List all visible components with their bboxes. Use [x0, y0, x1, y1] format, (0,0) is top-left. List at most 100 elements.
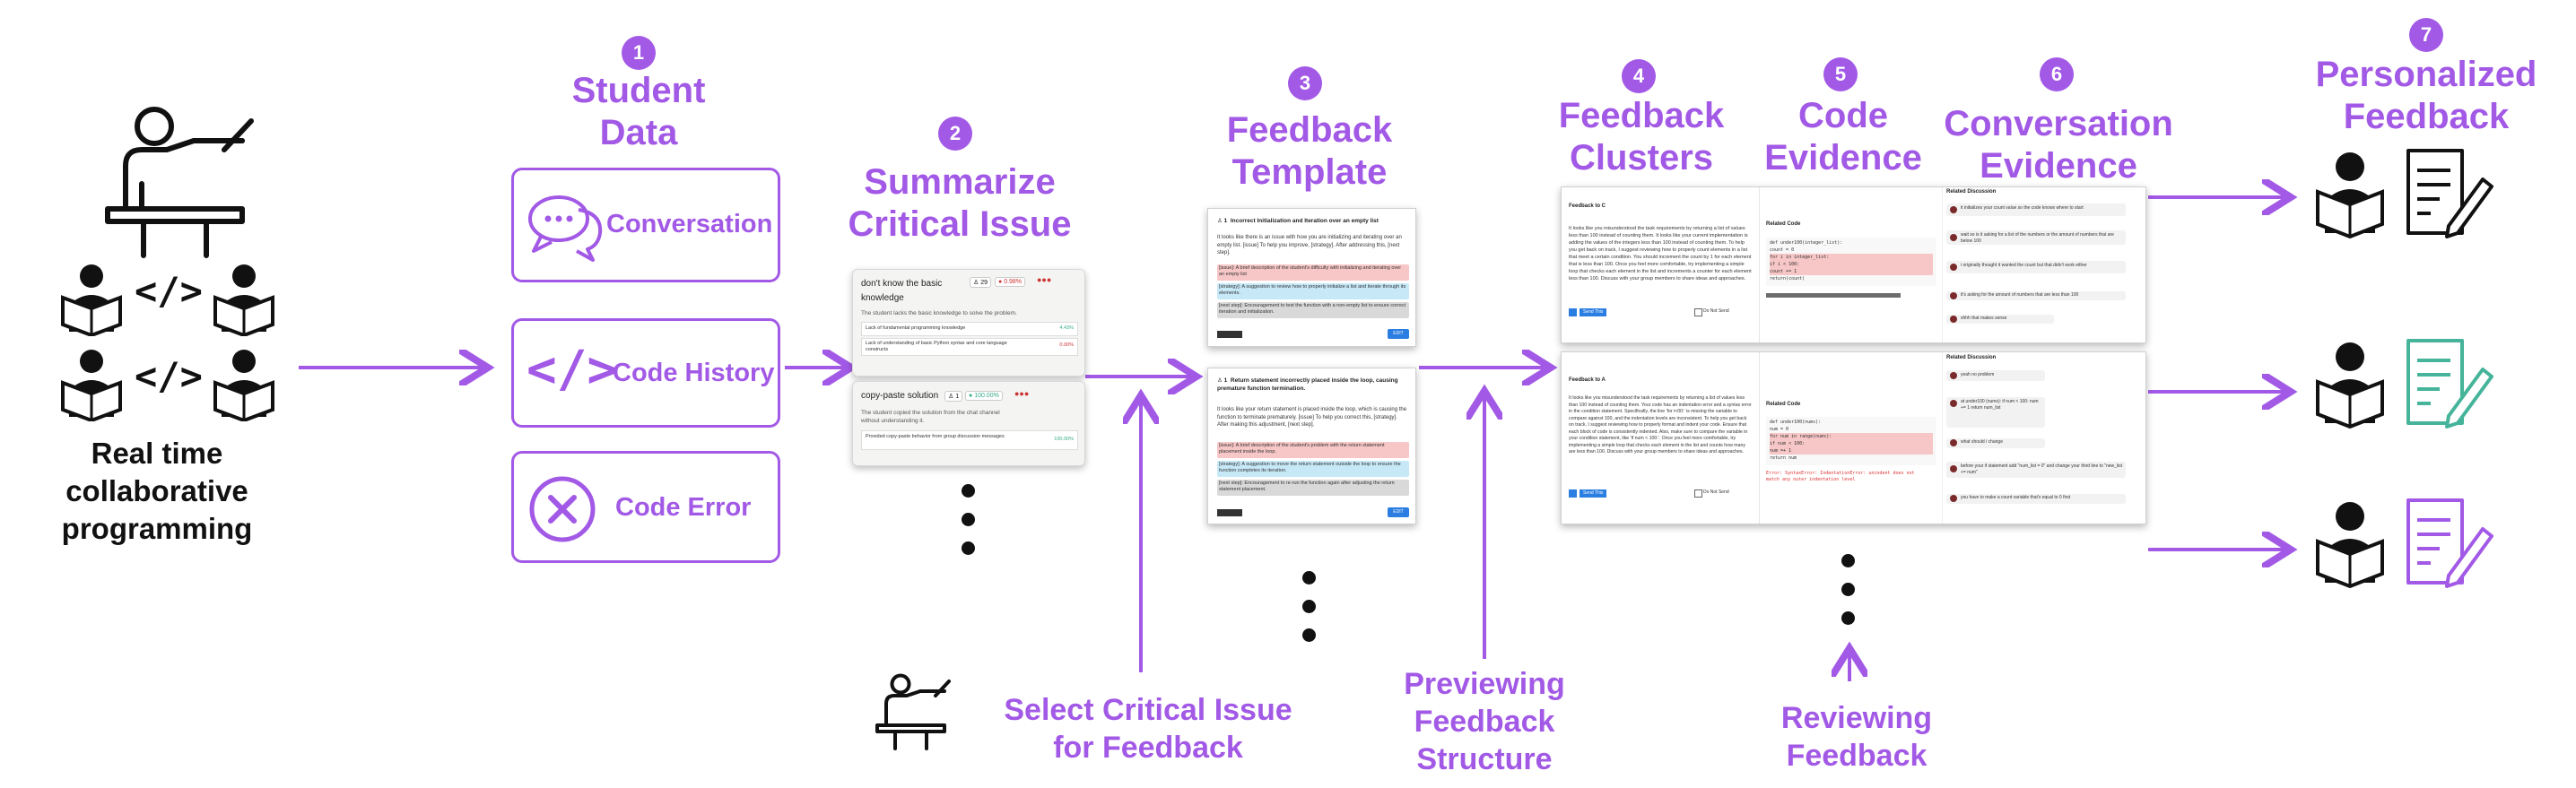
personalized-feedback-1 [2314, 143, 2493, 247]
feedback-cluster-2: Feedback to A It looks like you misunder… [1561, 351, 2146, 524]
feedback-body: It looks like you misunderstood the task… [1569, 395, 1752, 455]
issue-desc: The student lacks the basic knowledge to… [861, 310, 1017, 316]
student-reading-icon [2316, 152, 2384, 239]
student-row-1 [56, 260, 280, 341]
template-edit-button[interactable]: EDIT [1388, 329, 1409, 339]
step-5-number: 5 [1823, 57, 1858, 91]
issue-subitem: Lack of understanding of basic Python sy… [861, 338, 1078, 356]
do-not-send-checkbox[interactable] [1694, 308, 1702, 316]
related-discussion-label: Related Discussion [1946, 355, 1997, 360]
avatar [1950, 439, 1957, 446]
template-strategy-band: [strategy]: A suggestion to review how t… [1217, 283, 1409, 299]
step-4-number: 4 [1622, 59, 1656, 93]
discussion-message: you have to make a count variable that's… [1946, 494, 2126, 504]
avatar [1950, 234, 1957, 241]
avatar [1950, 465, 1957, 472]
conversation-box: Conversation [511, 168, 780, 282]
discussion-message: before your if statement add "num_list =… [1946, 462, 2126, 478]
template-edit-button[interactable]: EDIT [1388, 507, 1409, 517]
chat-bubbles-icon [528, 195, 603, 262]
more-templates-ellipsis [1302, 571, 1316, 657]
code-scrollbar[interactable] [1766, 293, 1901, 298]
code-history-label: Code History [613, 359, 775, 387]
real-time-label: Real time collaborative programming [61, 437, 253, 545]
code-error-message: Error: SyntaxError: IndentationError: un… [1766, 471, 1915, 482]
code-symbol-2: </> [135, 354, 203, 398]
discussion-message: at under100 (nums): if num < 100: num +=… [1946, 397, 2045, 428]
feedback-body: It looks like you misunderstood the task… [1569, 226, 1752, 281]
template-title: ♙ 1 Return statement incorrectly placed … [1217, 377, 1398, 392]
feedback-panel: Feedback to A It looks like you misunder… [1562, 352, 1760, 524]
personalized-feedback-3 [2314, 493, 2493, 596]
template-strategy-band: [strategy]: A suggestion to move the ret… [1217, 461, 1409, 477]
avatar [1950, 372, 1957, 379]
discussion-message: it initializes your count value so the c… [1946, 203, 2126, 216]
avatar [1950, 206, 1957, 213]
issue-count-badge: ♙ 29 [970, 277, 992, 288]
related-code-label: Related Code [1766, 402, 1801, 407]
issue-card-1[interactable]: don't know the basic knowledge ♙ 29 ● 0.… [852, 269, 1085, 377]
feedback-header: Feedback to A [1569, 377, 1606, 383]
step-7-number: 7 [2409, 18, 2443, 52]
teacher-icon [90, 103, 269, 269]
discussion-message: what should i change [1946, 438, 2045, 448]
issue-percent-badge: ● 100.00% [965, 391, 1003, 401]
discussion-message: shhh that makes sense [1946, 315, 2054, 324]
code-icon: </> [527, 341, 618, 399]
code-error-box: Code Error [511, 451, 780, 563]
personalized-feedback-2 [2314, 333, 2493, 437]
feedback-template-1[interactable]: ♙ 1 Incorrect Initialization and Iterati… [1207, 208, 1416, 347]
discussion-message: i originally thought it wanted the count… [1946, 261, 2126, 273]
conversation-label: Conversation [606, 210, 773, 238]
template-issue-band: [issue]: A brief description of the stud… [1217, 442, 1409, 458]
step-6-number: 6 [2040, 57, 2074, 91]
avatar [1950, 316, 1957, 323]
issue-subitem: Lack of fundamental programming knowledg… [861, 322, 1078, 336]
code-history-box: </> Code History [511, 318, 780, 428]
discussion-message: it's asking for the amount of numbers th… [1946, 291, 2126, 300]
do-not-send-checkbox[interactable] [1694, 489, 1702, 498]
feedback-panel: Feedback to C It looks like you misunder… [1562, 187, 1760, 342]
template-title: ♙ 1 Incorrect Initialization and Iterati… [1217, 218, 1379, 224]
send-button[interactable]: Send This [1580, 308, 1607, 316]
edit-icon[interactable] [1569, 489, 1577, 498]
student-row-2 [56, 345, 280, 426]
edit-icon[interactable] [1569, 308, 1577, 316]
feedback-template-2[interactable]: ♙ 1 Return statement incorrectly placed … [1207, 368, 1416, 524]
conversation-evidence-panel: Related Discussion yeah no problem at un… [1942, 352, 2145, 524]
discussion-message: yeah no problem [1946, 370, 2045, 381]
avatar [1950, 264, 1957, 271]
conversation-evidence-panel: Related Discussion it initializes your c… [1942, 187, 2145, 342]
template-next-band: [next step]: Encouragement to test the f… [1217, 302, 1409, 318]
issue-flag-icons: ●●● [1014, 389, 1030, 398]
template-body: It looks like your return statement is p… [1217, 407, 1407, 428]
do-not-send-label: Do Not Send [1703, 489, 1729, 495]
code-error-label: Code Error [615, 493, 752, 522]
error-x-icon [529, 476, 596, 542]
related-code-label: Related Code [1766, 221, 1801, 227]
issue-count-badge: ♙ 1 [944, 391, 963, 402]
template-pager[interactable] [1217, 509, 1242, 516]
do-not-send-label: Do Not Send [1703, 308, 1729, 314]
feedback-cluster-1: Feedback to C It looks like you misunder… [1561, 186, 2146, 343]
issue-card-2[interactable]: copy-paste solution ♙ 1 ● 100.00% ●●● Th… [852, 381, 1085, 466]
related-code-block: def under100(integer_list): count = 0 fo… [1766, 238, 1936, 286]
avatar [1950, 400, 1957, 407]
document-pen-icon [2406, 149, 2493, 238]
send-button[interactable]: Send This [1580, 489, 1607, 498]
issue-title: copy-paste solution [861, 391, 939, 401]
template-pager[interactable] [1217, 331, 1242, 338]
step-1-number: 1 [622, 36, 656, 70]
code-evidence-panel: Related Code def under100(nums): num = 0… [1761, 352, 1940, 524]
issue-title: don't know the basic knowledge [861, 279, 943, 303]
